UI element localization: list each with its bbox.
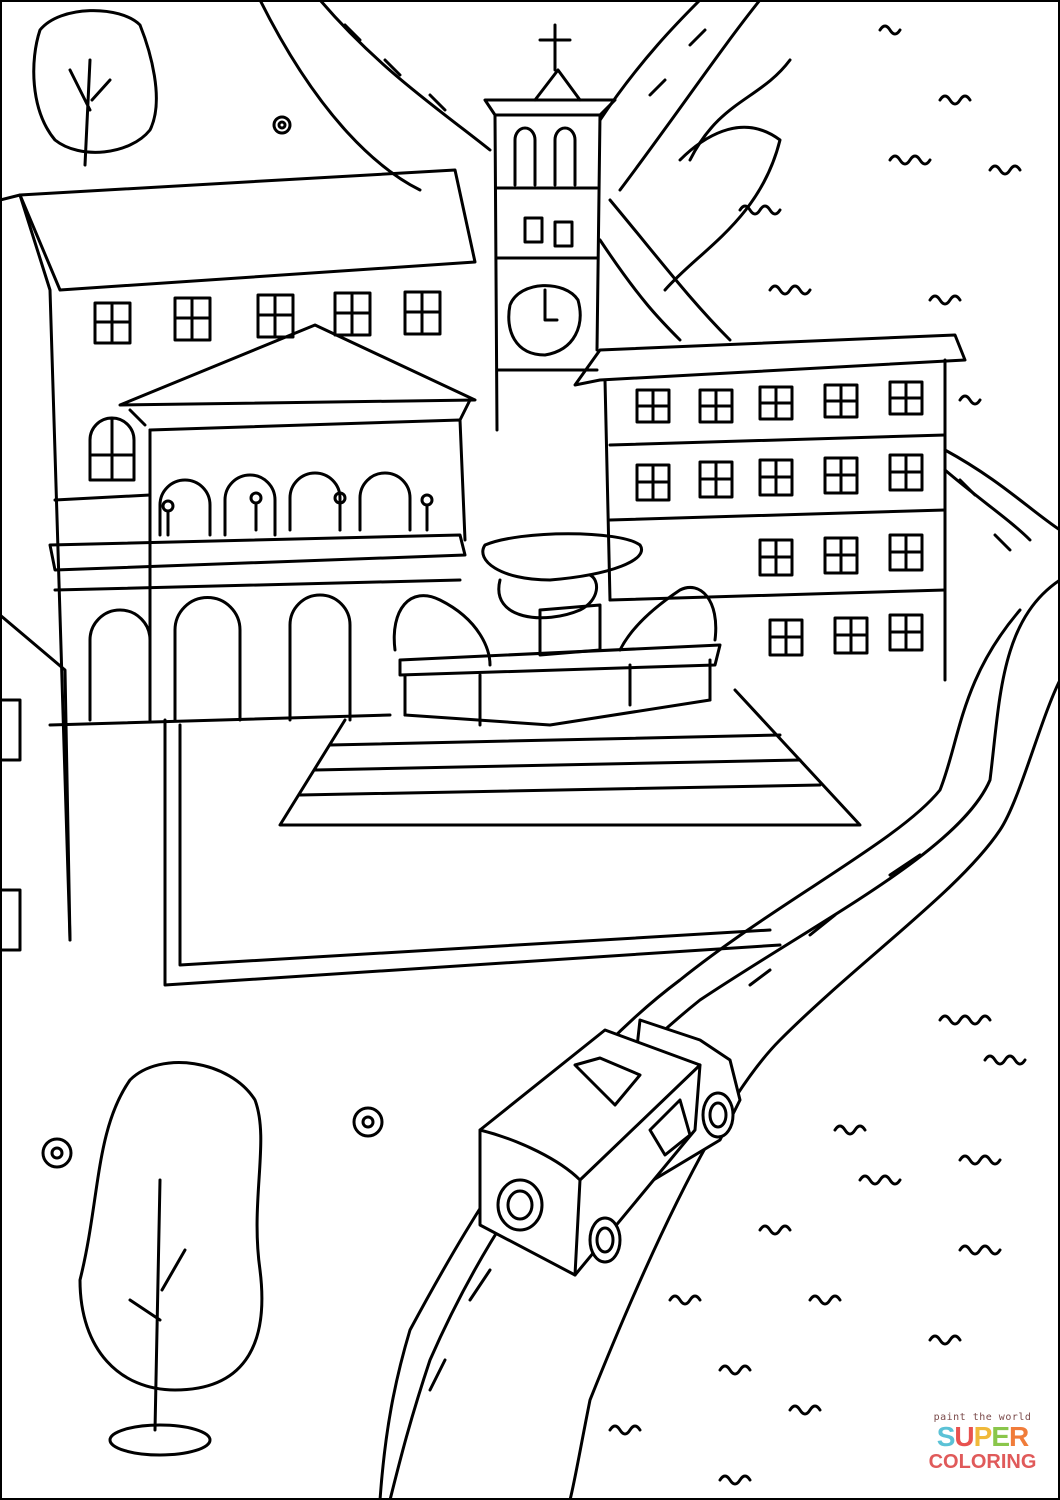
- clock-tower: [483, 23, 617, 432]
- watermark-tagline: paint the world: [933, 1412, 1032, 1423]
- watermark-coloring: COLORING: [928, 1451, 1037, 1473]
- flower-top: [272, 115, 292, 135]
- car: [478, 1018, 742, 1277]
- plaza: [163, 718, 782, 987]
- theater-building: [48, 323, 477, 727]
- watermark-super: SUPER: [936, 1421, 1030, 1452]
- fountain: [278, 532, 862, 827]
- flowers: [41, 1106, 384, 1169]
- tree-top-left: [32, 9, 158, 167]
- main-road: [378, 448, 1060, 1500]
- building-right: [573, 333, 967, 682]
- windows-right: [635, 380, 924, 657]
- building-left: [0, 168, 477, 952]
- windows-row: [93, 290, 442, 345]
- statues: [161, 491, 434, 537]
- watermark-logo: paint the world SUPER COLORING: [925, 1412, 1040, 1473]
- tree-bottom-left: [78, 1061, 264, 1457]
- squiggles: [608, 24, 1027, 1486]
